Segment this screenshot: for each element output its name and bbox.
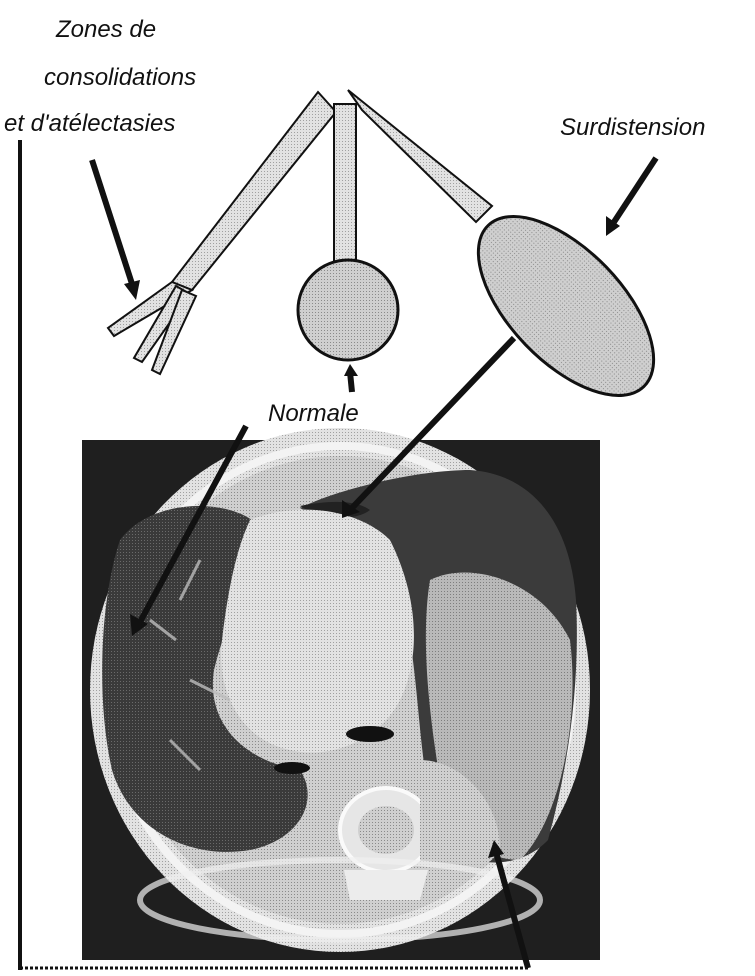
consolidation-arrow xyxy=(92,160,134,290)
consolidation-label-line2: consolidations xyxy=(44,66,196,90)
left-bronchus xyxy=(172,92,336,290)
ct-spine xyxy=(340,788,432,900)
ct-scan-image xyxy=(82,428,600,960)
overdistension-label: Surdistension xyxy=(560,116,705,140)
normal-label: Normale xyxy=(268,402,359,426)
normal-alveolus xyxy=(298,260,398,360)
consolidation-label-line3: et d'atélectasies xyxy=(4,112,175,136)
consolidation-label-line1: Zones de xyxy=(56,18,156,42)
right-bronchus xyxy=(348,90,492,222)
ct-heart xyxy=(221,510,414,753)
overdistended-alveolus xyxy=(448,187,684,426)
overdistension-arrow xyxy=(614,158,656,222)
middle-bronchus xyxy=(334,104,356,264)
collapsed-alveoli xyxy=(108,282,196,374)
